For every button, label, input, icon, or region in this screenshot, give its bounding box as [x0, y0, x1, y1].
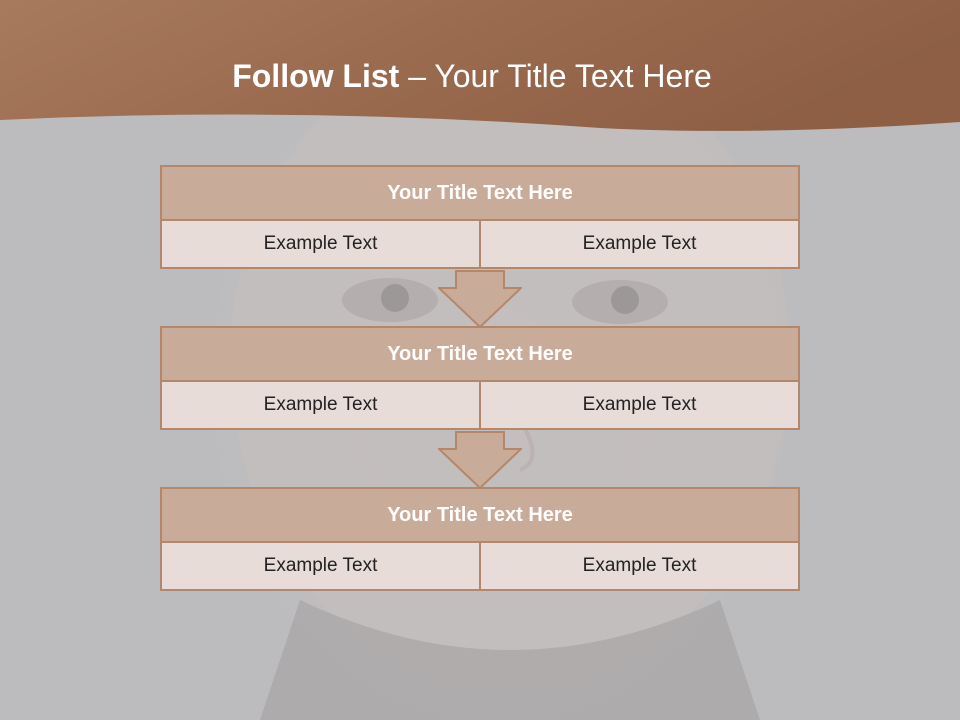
- block-title: Your Title Text Here: [160, 165, 800, 221]
- block-title: Your Title Text Here: [160, 326, 800, 382]
- list-block-1: Your Title Text Here Example Text Exampl…: [160, 165, 800, 269]
- block-cell-left: Example Text: [160, 219, 481, 269]
- block-cell-right: Example Text: [479, 541, 800, 591]
- block-cell-left: Example Text: [160, 380, 481, 430]
- down-arrow-icon: [438, 270, 522, 328]
- slide-title-bold: Follow List: [232, 58, 400, 94]
- list-block-2: Your Title Text Here Example Text Exampl…: [160, 326, 800, 430]
- list-block-3: Your Title Text Here Example Text Exampl…: [160, 487, 800, 591]
- block-cell-left: Example Text: [160, 541, 481, 591]
- block-cell-right: Example Text: [479, 380, 800, 430]
- slide-title: Follow List – Your Title Text Here: [0, 56, 944, 96]
- down-arrow-icon: [438, 431, 522, 489]
- slide-title-rest: – Your Title Text Here: [399, 58, 712, 94]
- block-cell-right: Example Text: [479, 219, 800, 269]
- block-title: Your Title Text Here: [160, 487, 800, 543]
- header-banner: [0, 0, 960, 131]
